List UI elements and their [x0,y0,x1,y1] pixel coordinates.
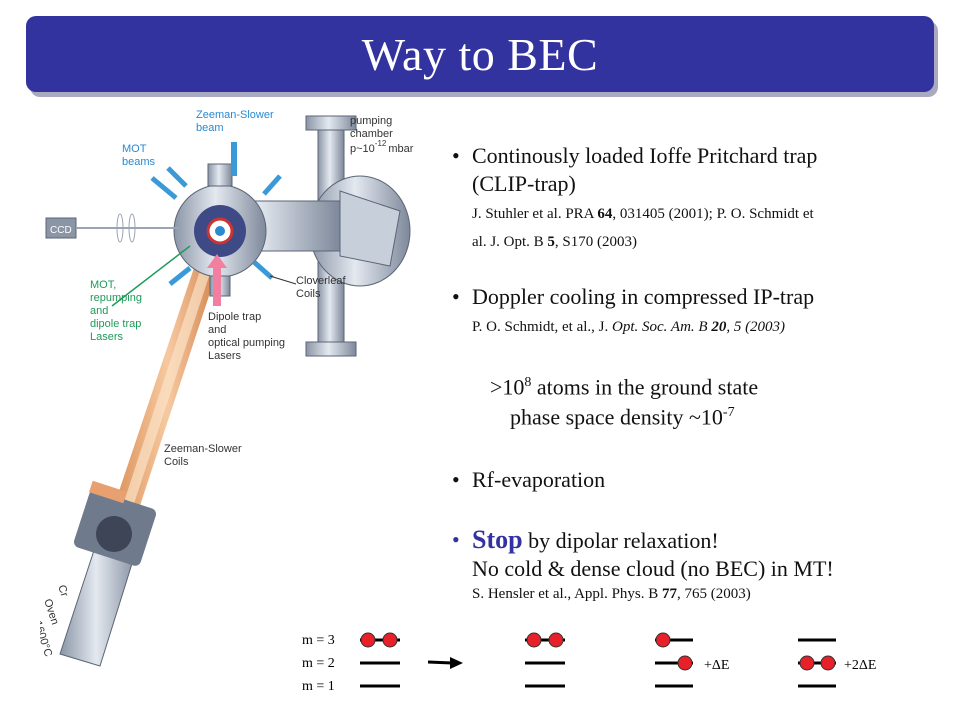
level-label-m3: m = 3 [302,633,335,648]
ref-volume: 77 [662,586,677,602]
pressure-exponent: -12 [375,139,387,148]
label-mot-beams-1: MOT [122,143,147,155]
atom [799,655,815,671]
atom [382,632,398,648]
delta-e-label: +ΔE [704,658,729,673]
bullet-dot: • [452,467,460,492]
label-zeeman-coils-1: Zeeman-Slower [164,443,242,455]
bullet-clip-line1: Continously loaded Ioffe Pritchard trap [472,143,818,168]
ccd-label: CCD [50,225,72,236]
dipole-arrow [207,254,227,306]
ref-schmidt: P. O. Schmidt, et al., J. Opt. Soc. Am. … [472,311,814,343]
label-zeeman-beam-1: Zeeman-Slower [196,109,274,121]
ref-journal: Opt. Soc. Am. B [612,319,712,335]
label-pumping-1: pumping [350,115,392,127]
laser-pointer-line [111,245,191,307]
label-lasers-5: Lasers [90,331,124,343]
stat-psd-text: phase space density ~10 [510,404,723,430]
label-cloverleaf-2: Coils [296,288,321,300]
level-label-m1: m = 1 [302,679,335,694]
label-dipole-3: optical pumping [208,337,285,349]
ref-hensler: S. Hensler et al., Appl. Phys. B 77, 765… [472,583,834,605]
atom [677,655,693,671]
energy-level-diagram: m = 3 m = 2 m = 1 +ΔE +2ΔE [302,632,876,694]
atom [360,632,376,648]
label-mot-beams-2: beams [122,156,156,168]
bullet-dot: • [452,527,460,552]
two-delta-e-label: +2ΔE [844,658,876,673]
atom [548,632,564,648]
pressure-base: p~10 [350,143,375,155]
ref-text: S. Hensler et al., Appl. Phys. B [472,586,662,602]
bullet-doppler-line1: Doppler cooling in compressed IP-trap [472,284,815,309]
atom [526,632,542,648]
title-bar: Way to BEC [26,16,934,92]
level-state-1 [360,632,400,688]
label-dipole-1: Dipole trap [208,311,261,323]
bullet-rf-text: Rf-evaporation [472,467,606,492]
bullet-stop-line2: No cold & dense cloud (no BEC) in MT! [472,556,834,581]
ref-text: P. O. Schmidt, et al., J. [472,319,613,335]
label-lasers-3: and [90,305,108,317]
zeeman-slower-tube [106,226,230,536]
label-zeeman-beam-2: beam [196,122,224,134]
bullet-stop: • Stop by dipolar relaxation! No cold & … [452,526,834,605]
ref-volume: 64 [597,206,613,222]
level-state-3 [655,632,693,688]
apparatus-diagram: Cr Oven 1600°C CCD [40,109,414,667]
level-state-4 [798,638,836,688]
label-lasers-2: repumping [90,292,142,304]
ref-stuhler-line2: al. J. Opt. B 5, S170 (2003) [472,230,817,254]
main-chamber [173,163,341,297]
cloverleaf-pointer [269,275,297,285]
ccd-camera: CCD [45,213,180,243]
stop-rest: by dipolar relaxation! [522,528,719,553]
level-label-m2: m = 2 [302,656,335,671]
stat-atoms-exponent: 8 [524,375,532,390]
mot-beam-arrows [150,166,282,286]
ref-text: al. J. Opt. B [472,234,548,250]
label-pumping-2: chamber [350,128,393,140]
ref-text: , 5 (2003) [726,319,786,335]
atom [655,632,671,648]
ref-text: , 765 (2003) [677,586,751,602]
bullet-stop-line1: Stop by dipolar relaxation! [472,526,834,555]
bullet-clip-line2: (CLIP-trap) [472,171,576,196]
bullet-dot: • [452,143,460,168]
oven-label-cr: Cr [55,584,70,599]
stat-atoms: >108 atoms in the ground state [490,369,758,401]
stop-word: Stop [472,525,523,554]
bullet-dot: • [452,284,460,309]
stat-psd-exponent: -7 [722,405,735,420]
transition-arrow [427,657,463,669]
bullet-clip-trap: • Continously loaded Ioffe Pritchard tra… [452,142,817,254]
label-dipole-2: and [208,324,226,336]
label-lasers-1: MOT, [90,279,116,291]
ref-stuhler-line1: J. Stuhler et al. PRA 64, 031405 (2001);… [472,198,817,230]
stat-atoms-text: atoms in the ground state [531,374,759,400]
label-cloverleaf-1: Cloverleaf [296,275,346,287]
ref-text: , S170 (2003) [554,234,638,250]
ref-text: J. Stuhler et al. PRA [472,206,598,222]
atom [820,655,836,671]
stat-atoms-prefix: >10 [490,374,525,400]
ref-volume: 20 [711,319,727,335]
level-state-2 [525,632,565,688]
pressure-unit: mbar [388,143,413,155]
bullet-rf-evaporation: • Rf-evaporation [452,466,605,494]
ref-text: , 031405 (2001); P. O. Schmidt et [612,206,814,222]
ref-volume: 5 [547,234,555,250]
bullet-doppler: • Doppler cooling in compressed IP-trap … [452,283,814,343]
slide-title: Way to BEC [361,28,599,80]
label-dipole-4: Lasers [208,350,242,362]
stat-psd: phase space density ~10-7 [510,399,735,431]
oven [59,480,156,667]
label-lasers-4: dipole trap [90,318,141,330]
label-zeeman-coils-2: Coils [164,456,189,468]
